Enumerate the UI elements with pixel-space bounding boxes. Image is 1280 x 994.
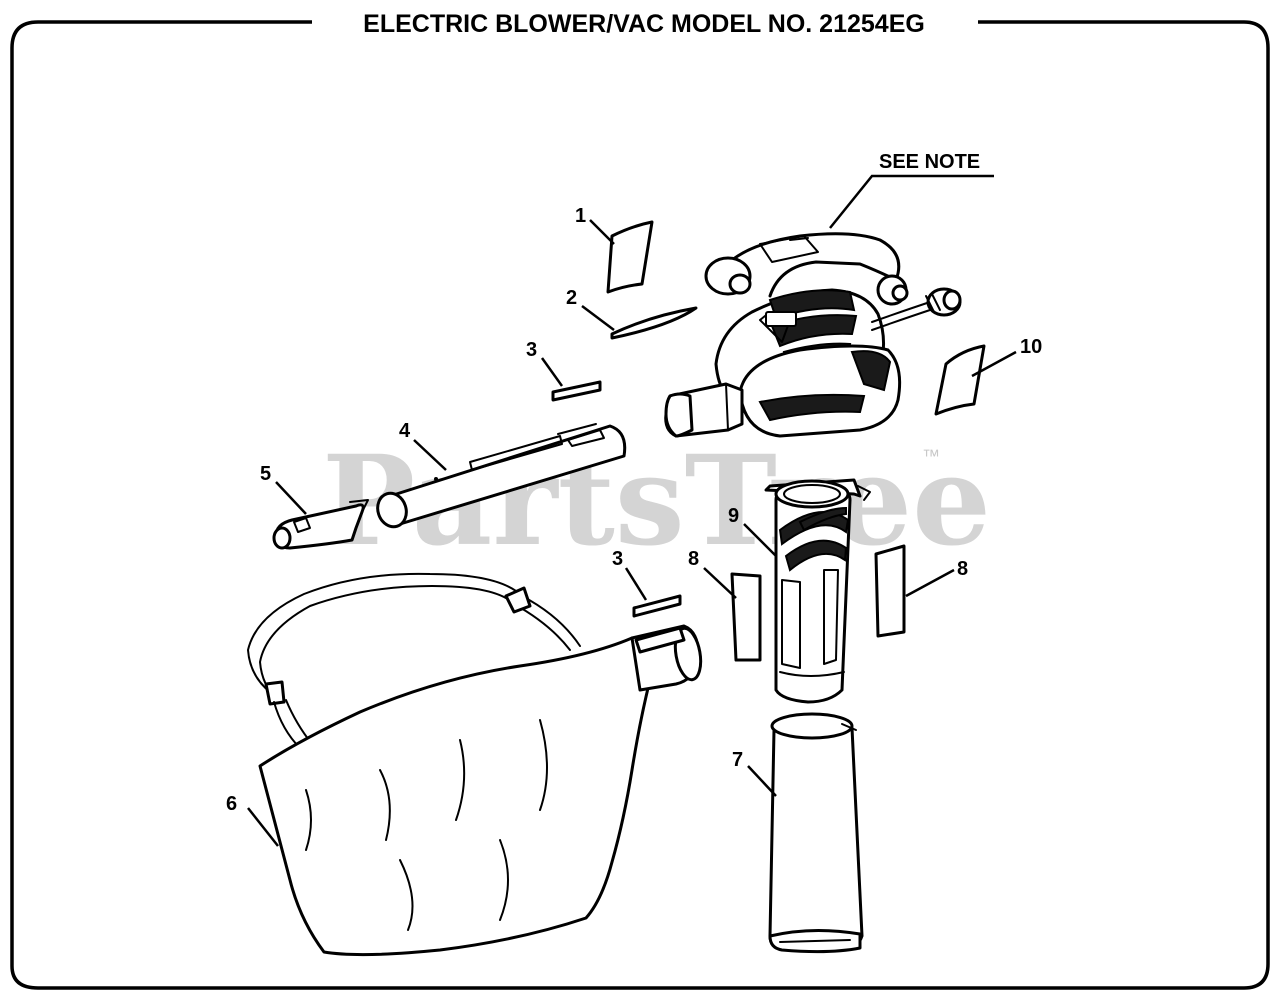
part-2-strip-decal (610, 306, 698, 340)
part-4-blower-tube (376, 423, 627, 529)
leader-2 (581, 305, 615, 331)
part-8-label-left (730, 572, 762, 662)
part-5-nozzle (272, 499, 369, 550)
part-3-label-lower (632, 594, 682, 618)
callout-7: 7 (732, 749, 743, 771)
frame-border (10, 20, 1270, 990)
callout-1: 1 (575, 205, 586, 227)
leader-see-note (829, 174, 994, 229)
leader-9 (743, 523, 777, 557)
blower-housing (664, 232, 962, 438)
callout-4: 4 (399, 420, 411, 442)
leader-1 (589, 219, 615, 245)
watermark-trademark: ™ (922, 446, 940, 466)
leader-3-lower (624, 567, 648, 601)
leader-4 (413, 439, 447, 471)
leader-3-upper (540, 357, 564, 387)
callout-8-right: 8 (957, 558, 968, 580)
leader-10 (971, 350, 1017, 378)
leader-8-right (905, 568, 955, 598)
callout-9: 9 (728, 505, 739, 527)
part-7-lower-tube (768, 712, 864, 954)
leader-7 (747, 765, 777, 797)
leader-8-left (703, 567, 737, 599)
part-1-decal (606, 220, 654, 294)
part-9-vacuum-tube (764, 478, 871, 704)
part-6-collection-bag (247, 572, 703, 957)
callout-8-left: 8 (688, 548, 699, 570)
part-3-label-upper (551, 380, 602, 402)
part-10-decal (934, 344, 986, 416)
leader-6 (247, 807, 279, 847)
callout-10: 10 (1020, 336, 1042, 358)
leader-5 (275, 481, 307, 515)
callout-5: 5 (260, 463, 271, 485)
part-8-label-right (874, 544, 906, 638)
diagram-title: ELECTRIC BLOWER/VAC MODEL NO. 21254EG (363, 10, 925, 38)
callout-6: 6 (226, 793, 237, 815)
see-note-label: SEE NOTE (879, 151, 980, 173)
callout-3-lower: 3 (612, 548, 623, 570)
callout-3-upper: 3 (526, 339, 537, 361)
callout-2: 2 (566, 287, 577, 309)
